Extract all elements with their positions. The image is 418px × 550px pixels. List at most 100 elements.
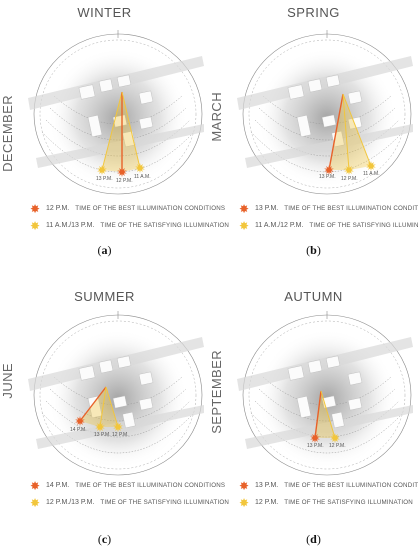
building	[112, 395, 128, 409]
building	[325, 74, 341, 88]
sun-path-arc	[258, 107, 396, 141]
legend-satisfying-row: ✸ 11 A.M./12 P.M. TIME OF THE SATISFYING…	[239, 217, 418, 234]
caption-letter: b	[310, 243, 317, 257]
building	[138, 397, 154, 411]
legend-best-row: ✸ 13 P.M. TIME OF THE BEST ILLUMINATION …	[239, 200, 418, 217]
street	[245, 124, 413, 168]
building	[287, 365, 305, 381]
sun-path-ring	[39, 320, 197, 470]
satisfying-ray	[342, 93, 372, 167]
yellow-sun-star-icon	[97, 165, 107, 175]
satisfying-description: TIME OF THE SATISFYING ILLUMINATION	[284, 499, 413, 506]
legend-satisfying-row: ✸ 12 P.M. TIME OF THE SATISFYING ILLUMIN…	[239, 494, 418, 511]
street	[36, 124, 204, 168]
sun-path-ring	[39, 39, 197, 189]
building	[138, 371, 154, 386]
orange-sun-star-icon	[117, 167, 127, 177]
month-label: DECEMBER	[0, 95, 15, 172]
season-title: AUTUMN	[284, 289, 343, 304]
building	[296, 114, 312, 138]
season-title: WINTER	[77, 5, 132, 20]
time-point-label: 13 P.M.	[319, 174, 336, 180]
yellow-sun-star-icon	[135, 163, 145, 173]
satisfying-ray	[320, 390, 336, 439]
time-point-label: 12 P.M.	[112, 432, 129, 438]
sun-path-arc	[41, 412, 195, 454]
building	[87, 114, 103, 138]
satisfying-description: TIME OF THE SATISFYING ILLUMINATION	[309, 222, 418, 229]
sun-path-arc	[53, 376, 183, 406]
building	[307, 78, 323, 93]
time-point-label: 14 P.M.	[70, 427, 87, 433]
time-point-label: 13 P.M.	[94, 432, 111, 438]
building	[116, 74, 132, 88]
best-time: 12 P.M.	[46, 205, 70, 212]
legend-satisfying-row: ✸ 12 P.M./13 P.M. TIME OF THE SATISFYING…	[30, 494, 229, 511]
street	[28, 337, 204, 391]
street	[28, 56, 204, 110]
legend-satisfying-row: ✸ 11 A.M./13 P.M. TIME OF THE SATISFYING…	[30, 217, 229, 234]
satisfying-ray	[101, 91, 123, 171]
building	[347, 397, 363, 411]
sun-path-arc	[49, 107, 187, 141]
legend-best-row: ✸ 13 P.M. TIME OF THE BEST ILLUMINATION …	[239, 477, 418, 494]
time-point-label: 13 P.M.	[96, 176, 113, 182]
sun-path-diagram: 14 P.M. 13 P.M.12 P.M.	[28, 311, 204, 476]
panel-winter: WINTER DECEMBER 13 P.M.12 P.M.11 A.M. ✸ …	[0, 0, 229, 275]
time-point-label: 12 P.M.	[329, 443, 346, 449]
best-ray	[79, 386, 107, 422]
satisfying-time: 11 A.M./12 P.M.	[255, 222, 304, 229]
building	[325, 355, 341, 369]
building	[321, 114, 337, 128]
sun-path-diagram: 13 P.M.12 P.M.	[237, 311, 413, 476]
satisfying-time: 12 P.M.	[255, 499, 279, 506]
sun-path-ring	[248, 320, 406, 470]
best-description: TIME OF THE BEST ILLUMINATION CONDITIONS	[284, 205, 418, 212]
yellow-sun-star-icon	[344, 165, 354, 175]
yellow-sun-star-icon: ✸	[239, 218, 250, 233]
street	[237, 337, 413, 391]
season-title: SPRING	[287, 5, 340, 20]
building	[122, 411, 136, 429]
orange-sun-star-icon: ✸	[239, 478, 250, 493]
yellow-sun-star-icon	[95, 422, 105, 432]
month-label: SEPTEMBER	[209, 350, 224, 434]
satisfying-time: 12 P.M./13 P.M.	[46, 499, 95, 506]
sun-path-arc	[49, 388, 187, 422]
legend: ✸ 14 P.M. TIME OF THE BEST ILLUMINATION …	[30, 477, 229, 511]
yellow-sun-star-icon: ✸	[30, 495, 41, 510]
time-point-label: 12 P.M.	[116, 178, 133, 184]
sun-path-arc	[262, 95, 392, 125]
orange-sun-star-icon: ✸	[239, 201, 250, 216]
legend: ✸ 13 P.M. TIME OF THE BEST ILLUMINATION …	[239, 200, 418, 234]
orange-sun-star-icon	[324, 165, 334, 175]
caption: (b)	[306, 243, 321, 257]
satisfying-description: TIME OF THE SATISFYING ILLUMINATION	[100, 222, 230, 229]
caption-letter: a	[101, 243, 108, 257]
best-time: 14 P.M.	[46, 482, 70, 489]
yellow-sun-star-icon	[366, 161, 376, 171]
satisfying-time: 11 A.M./13 P.M.	[46, 222, 95, 229]
street	[237, 56, 413, 110]
yellow-sun-star-icon: ✸	[239, 495, 250, 510]
legend-best-row: ✸ 12 P.M. TIME OF THE BEST ILLUMINATION …	[30, 200, 229, 217]
sun-path-arc	[41, 131, 195, 173]
sun-path-arc	[258, 388, 396, 422]
sun-path-arc	[262, 376, 392, 406]
legend-best-row: ✸ 14 P.M. TIME OF THE BEST ILLUMINATION …	[30, 477, 229, 494]
orange-sun-star-icon	[75, 416, 85, 426]
caption: (a)	[97, 243, 112, 257]
satisfying-ray	[121, 91, 141, 169]
orange-sun-star-icon: ✸	[30, 201, 41, 216]
building	[347, 90, 363, 105]
yellow-sun-star-icon	[330, 433, 340, 443]
caption-letter: d	[310, 532, 317, 546]
time-point-label: 11 A.M.	[363, 171, 380, 177]
panel-autumn: AUTUMN SEPTEMBER 13 P.M.12 P.M. ✸ 13 P.M…	[209, 275, 418, 550]
sun-path-arc	[53, 95, 183, 125]
sun-path-diagram: 13 P.M.12 P.M.11 A.M.	[237, 30, 413, 195]
season-title: SUMMER	[74, 289, 135, 304]
building	[307, 359, 323, 374]
building	[347, 371, 363, 386]
best-description: TIME OF THE BEST ILLUMINATION CONDITIONS	[75, 482, 226, 489]
